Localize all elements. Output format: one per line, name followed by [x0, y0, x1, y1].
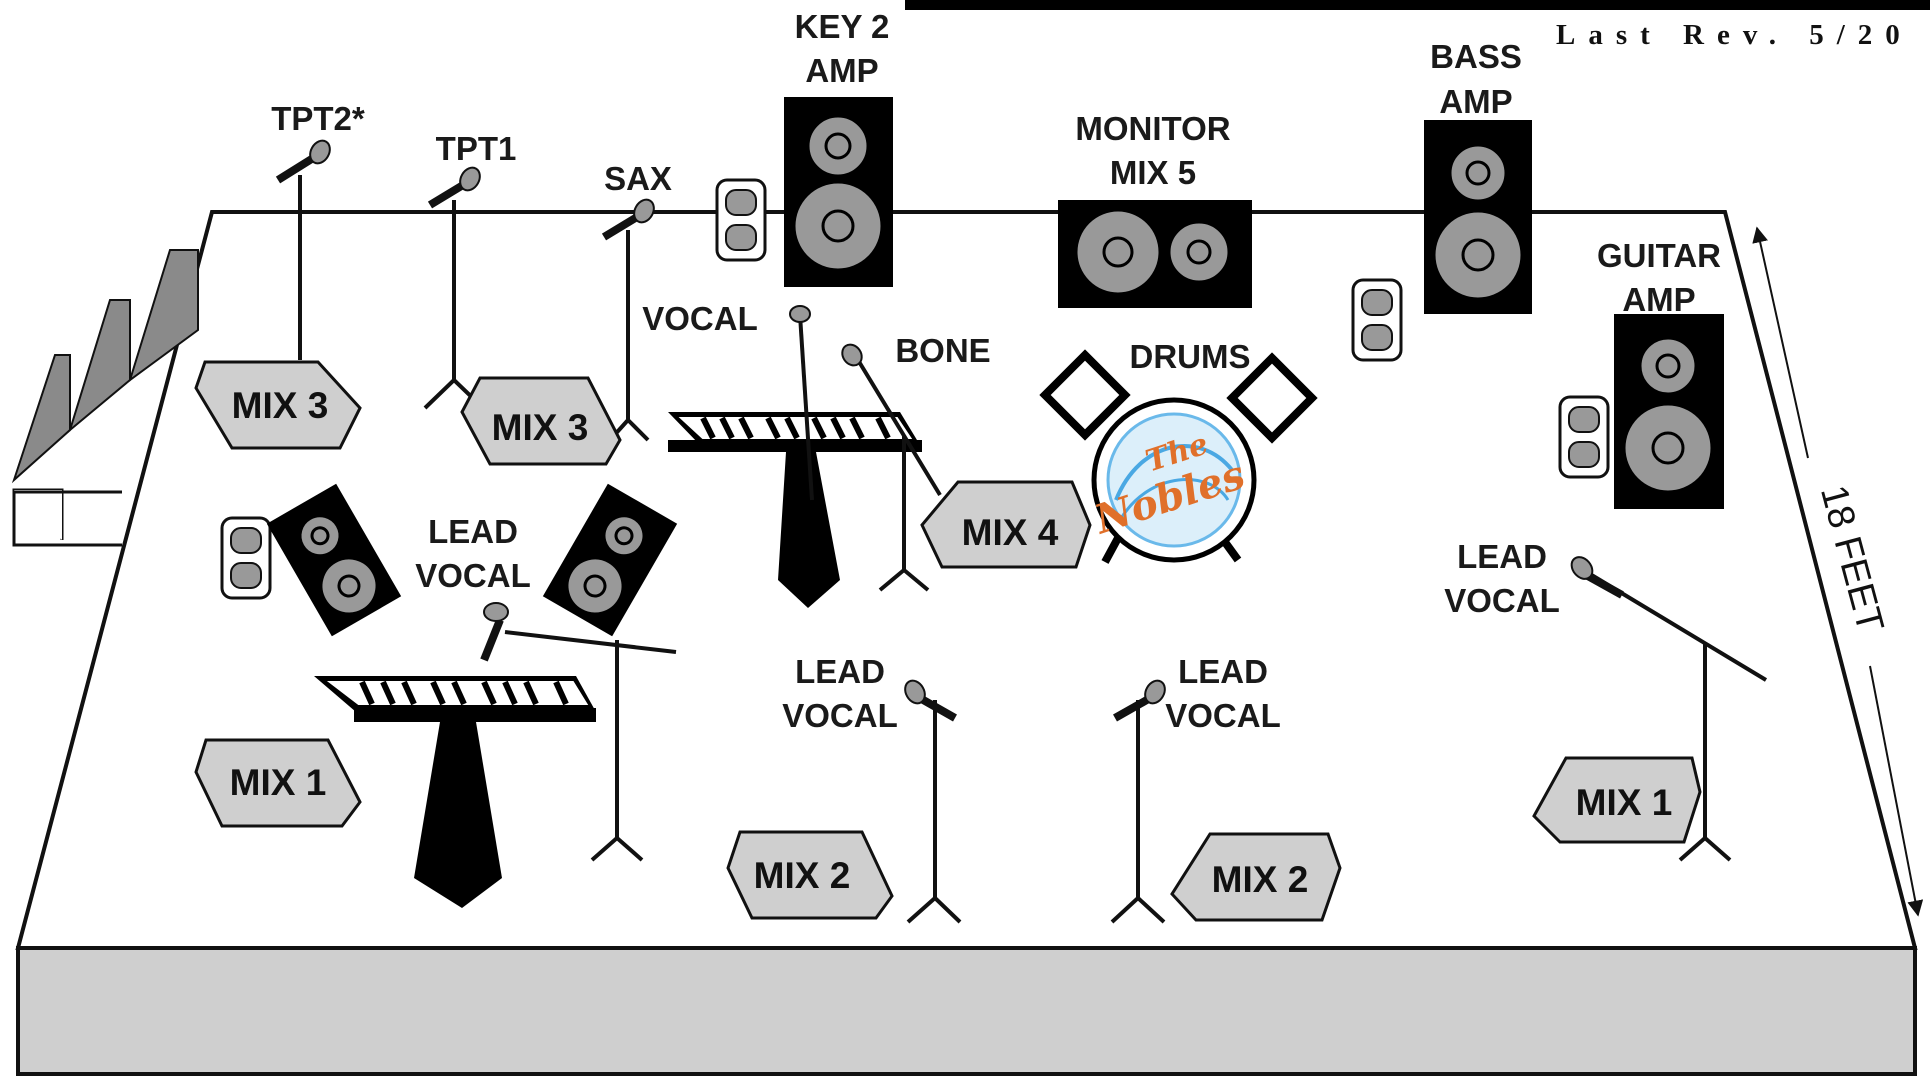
sax-mic-stand: [601, 198, 655, 442]
lead-vocal-center-left-mic: [904, 679, 962, 924]
mix1-wedge-left: MIX 1: [194, 738, 362, 828]
power-outlet-icon: [1558, 395, 1610, 479]
mix3-b-label: MIX 3: [492, 407, 589, 448]
tpt1-mic-stand: [423, 166, 482, 410]
key2-amp: [784, 97, 893, 287]
header-bar: [905, 0, 1930, 10]
sax-label: SAX: [604, 160, 672, 197]
power-outlet-icon: [715, 178, 767, 262]
mix3-a-label: MIX 3: [232, 385, 329, 426]
side-fill-right: [542, 483, 678, 637]
side-fill-left: [266, 483, 402, 637]
lead-vocal-center-right-mic: [1110, 679, 1166, 924]
tpt2-mic-stand: [275, 139, 331, 360]
monitor-label-1: MONITOR: [1075, 110, 1230, 147]
key2-amp-label-2: AMP: [805, 52, 878, 89]
mix3-wedge-a: MIX 3: [194, 360, 362, 450]
vocal-mic-stand: [789, 305, 814, 501]
keyboard-upper: [668, 412, 922, 608]
keyboard-lower: [314, 676, 596, 908]
bass-amp: [1424, 120, 1532, 314]
key2-amp-label-1: KEY 2: [795, 8, 890, 45]
vocal-label: VOCAL: [642, 300, 758, 337]
drum-kit: The Nobles: [1039, 349, 1318, 564]
stairs: [11, 249, 199, 547]
power-outlet-icon: [220, 516, 272, 600]
lead-vocal-right-label-1: LEAD: [1457, 538, 1547, 575]
mix1-left-label: MIX 1: [230, 762, 327, 803]
mix2-wedge-left: MIX 2: [726, 830, 894, 920]
mix4-wedge: MIX 4: [920, 480, 1092, 569]
lead-vocal-right-label-2: VOCAL: [1444, 582, 1560, 619]
mix4-label: MIX 4: [962, 512, 1059, 553]
power-outlet-icon: [1351, 278, 1403, 362]
monitor-label-2: MIX 5: [1110, 154, 1196, 191]
bass-amp-label-2: AMP: [1439, 83, 1512, 120]
guitar-amp: [1614, 314, 1724, 509]
mix2-left-label: MIX 2: [754, 855, 851, 896]
drums-label: DRUMS: [1130, 338, 1251, 375]
lead-vocal-left-label-2: VOCAL: [415, 557, 531, 594]
lead-vocal-center-right-label-1: LEAD: [1178, 653, 1268, 690]
mix2-right-label: MIX 2: [1212, 859, 1309, 900]
bass-amp-label-1: BASS: [1430, 38, 1522, 75]
lead-vocal-left-label-1: LEAD: [428, 513, 518, 550]
revision-text: Last Rev. 5/20: [1556, 19, 1913, 51]
tpt2-label: TPT2*: [271, 100, 365, 137]
mix1-wedge-right: MIX 1: [1532, 756, 1702, 844]
lead-vocal-center-right-label-2: VOCAL: [1165, 697, 1281, 734]
lead-vocal-center-left-label-1: LEAD: [795, 653, 885, 690]
tpt1-label: TPT1: [436, 130, 517, 167]
bone-mic-stand: [841, 343, 942, 592]
guitar-amp-label-2: AMP: [1622, 281, 1695, 318]
lead-vocal-left-mic: [480, 602, 677, 862]
mix1-right-label: MIX 1: [1576, 782, 1673, 823]
guitar-amp-label-1: GUITAR: [1597, 237, 1721, 274]
lead-vocal-center-left-label-2: VOCAL: [782, 697, 898, 734]
mix2-wedge-right: MIX 2: [1170, 832, 1342, 922]
lead-vocal-right-mic: [1570, 556, 1768, 862]
monitor-mix5: [1058, 200, 1252, 308]
mix3-wedge-b: MIX 3: [460, 376, 622, 466]
bone-label: BONE: [895, 332, 990, 369]
